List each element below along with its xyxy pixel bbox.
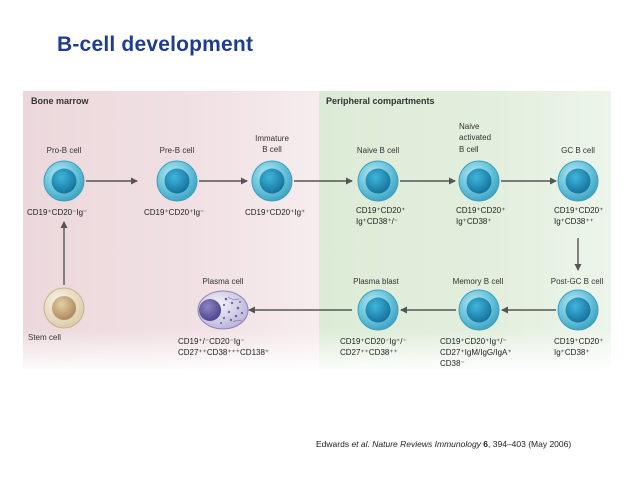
stem-cell-label: Stem cell — [28, 333, 61, 342]
stem-cell-icon — [43, 287, 85, 329]
plasma-cell-markers-1: CD19⁺/⁻CD20⁻Ig⁻ — [178, 337, 245, 346]
citation-volume: 6 — [483, 439, 489, 449]
immature-b-cell-icon — [251, 160, 293, 202]
plasma-blast-label: Plasma blast — [353, 277, 399, 286]
post-gc-b-cell-label: Post-GC B cell — [550, 277, 604, 286]
memory-markers-2: CD27⁺IgM/IgG/IgA⁺ — [440, 348, 512, 357]
gc-b-cell-icon — [557, 160, 599, 202]
memory-b-cell-label: Memory B cell — [452, 277, 504, 286]
memory-markers-3: CD38⁻ — [440, 359, 465, 368]
post-gc-markers-2: Ig⁺CD38⁺ — [554, 348, 590, 357]
naive-activated-label-2: activated — [459, 133, 492, 142]
naive-activated-markers-1: CD19⁺CD20⁺ — [456, 206, 506, 215]
naive-b-cell-icon — [357, 160, 399, 202]
post-gc-b-cell-icon — [557, 289, 599, 331]
pre-b-cell-label: Pre-B cell — [159, 146, 195, 155]
post-gc-markers-1: CD19⁺CD20⁺ — [554, 337, 604, 346]
pro-b-cell-label: Pro-B cell — [46, 146, 82, 155]
plasma-blast-icon — [357, 289, 399, 331]
naive-activated-b-cell-icon — [458, 160, 500, 202]
peripheral-compartments-label: Peripheral compartments — [326, 96, 435, 106]
naive-activated-markers-2: Ig⁺CD38⁺ — [456, 217, 492, 226]
citation-authors: Edwards — [316, 439, 350, 449]
naive-activated-label-1: Naive — [459, 122, 480, 131]
pro-b-cell-icon — [43, 160, 85, 202]
naive-b-markers-1: CD19⁺CD20⁺ — [356, 206, 406, 215]
naive-b-cell-label: Naive B cell — [356, 146, 400, 155]
bone-marrow-label: Bone marrow — [31, 96, 89, 106]
plasma-blast-markers-2: CD27⁺⁺CD38⁺⁺ — [340, 348, 398, 357]
immature-b-cell-label-2: B cell — [262, 145, 282, 154]
pre-b-markers: CD19⁺CD20⁺Ig⁻ — [144, 208, 205, 217]
gc-b-markers-1: CD19⁺CD20⁺ — [554, 206, 604, 215]
citation: Edwards et al. Nature Reviews Immunology… — [316, 439, 571, 449]
immature-b-markers: CD19⁺CD20⁺Ig⁺ — [245, 208, 306, 217]
memory-markers-1: CD19⁺CD20⁺Ig⁺/⁻ — [440, 337, 507, 346]
gc-b-cell-label: GC B cell — [561, 146, 595, 155]
plasma-cell-markers-2: CD27⁺⁺CD38⁺⁺⁺CD138⁺ — [178, 348, 270, 357]
plasma-cell-label: Plasma cell — [202, 277, 244, 286]
naive-b-markers-2: Ig⁺CD38⁺/⁻ — [356, 217, 399, 226]
plasma-cell-icon — [197, 290, 249, 330]
pre-b-cell-icon — [156, 160, 198, 202]
memory-b-cell-icon — [458, 289, 500, 331]
plasma-blast-markers-1: CD19⁺CD20⁻Ig⁺/⁻ — [340, 337, 407, 346]
citation-journal: Nature Reviews Immunology — [372, 439, 481, 449]
naive-activated-label-3: B cell — [459, 145, 479, 154]
immature-b-cell-label-1: Immature — [255, 134, 289, 143]
gc-b-markers-2: Ig⁺CD38⁺⁺ — [554, 217, 594, 226]
citation-rest: , 394–403 (May 2006) — [488, 439, 572, 449]
pro-b-markers: CD19⁺CD20⁻Ig⁻ — [27, 208, 88, 217]
slide-title: B-cell development — [57, 33, 254, 56]
citation-etal: et al. — [351, 439, 370, 449]
